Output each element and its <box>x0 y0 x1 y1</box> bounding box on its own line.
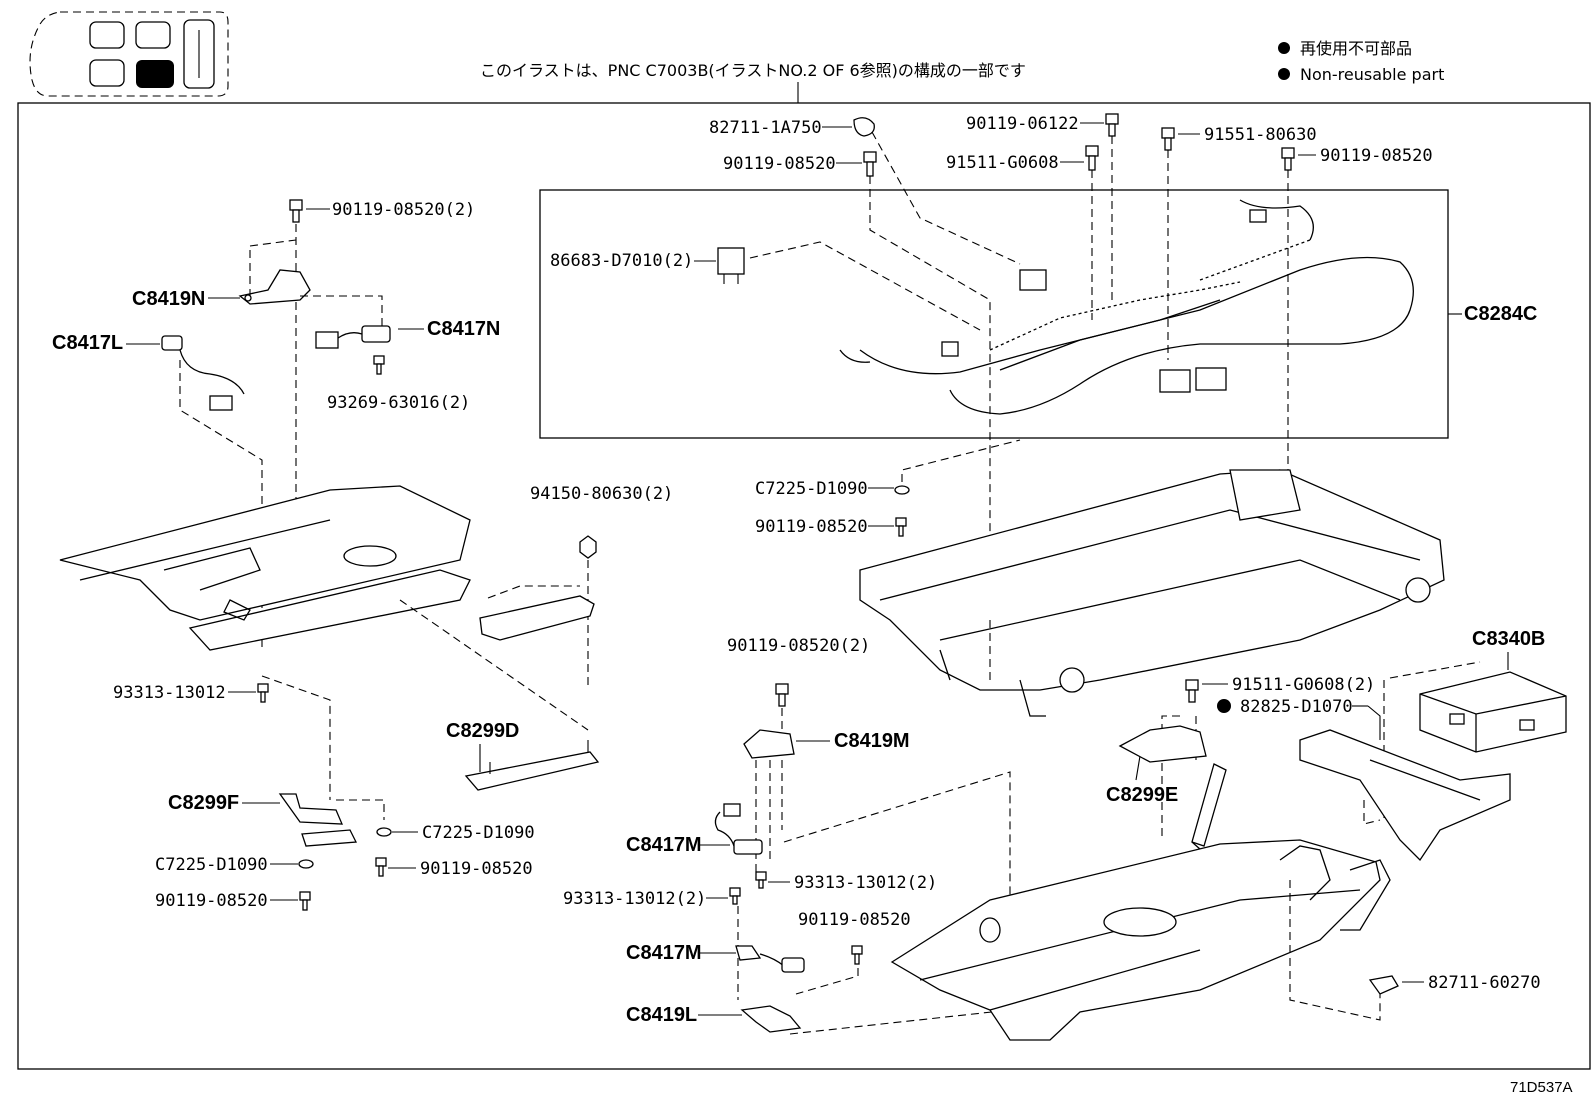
main-frame <box>17 102 1591 1070</box>
bolt-icon <box>373 355 385 375</box>
bolt-icon <box>1161 127 1175 151</box>
label-C8419N: C8419N <box>132 288 205 310</box>
label-C8419L: C8419L <box>626 1004 697 1026</box>
label-90119-08520-left: 90119-08520 <box>155 891 268 911</box>
label-82711-60270: 82711-60270 <box>1428 973 1541 993</box>
sensor-bracket-drawing <box>740 1005 802 1033</box>
relay-icon <box>717 247 745 284</box>
clip-icon <box>853 117 875 137</box>
label-C8299F: C8299F <box>168 792 239 814</box>
non-reusable-dot-icon <box>1217 699 1231 713</box>
label-90119-08520-center: 90119-08520 <box>755 517 868 537</box>
bracket-drawing <box>278 793 358 847</box>
label-93313-13012-2-right: 93313-13012(2) <box>794 873 937 893</box>
ecu-bracket-drawing <box>1299 729 1511 862</box>
clip-icon <box>1368 975 1399 995</box>
label-93269-63016: 93269-63016(2) <box>327 393 470 413</box>
sensor-harness-drawing <box>735 945 805 973</box>
label-90119-08520-top-right: 90119-08520 <box>1320 146 1433 166</box>
label-82711-1A750: 82711-1A750 <box>709 118 822 138</box>
bolt-icon <box>299 891 311 911</box>
seat-base-drawing <box>890 839 1391 1041</box>
label-91511-G0608: 91511-G0608 <box>946 153 1059 173</box>
label-90119-08520-top: 90119-08520 <box>723 154 836 174</box>
label-C8299D: C8299D <box>446 720 519 742</box>
label-90119-08520-left-r: 90119-08520 <box>420 859 533 879</box>
seat-track-drawing <box>59 485 471 651</box>
label-90119-06122: 90119-06122 <box>966 114 1079 134</box>
ecu-module-drawing <box>1419 671 1567 753</box>
label-91551-80630: 91551-80630 <box>1204 125 1317 145</box>
label-93313-13012-2-left: 93313-13012(2) <box>563 889 706 909</box>
washer-icon <box>376 827 392 837</box>
label-C8417M-lower: C8417M <box>626 942 702 964</box>
harness-box <box>539 189 1449 439</box>
bolt-icon <box>895 517 907 537</box>
label-C8299E: C8299E <box>1106 784 1178 806</box>
bolt-icon <box>1281 147 1295 171</box>
legend-jp: 再使用不可部品 <box>1300 39 1412 58</box>
label-C8417N: C8417N <box>427 318 500 340</box>
bolt-icon <box>257 683 269 703</box>
bolt-icon <box>851 945 863 965</box>
figure-id: 71D537A <box>1510 1079 1573 1096</box>
sensor-bracket-drawing <box>743 729 795 759</box>
sensor-harness-drawing <box>161 335 245 411</box>
legend: 再使用不可部品 Non-reusable part <box>1278 39 1444 84</box>
label-C7225-D1090-center: C7225-D1090 <box>755 479 868 499</box>
illustration-note: このイラストは、PNC C7003B(イラストNO.2 OF 6参照)の構成の一… <box>480 61 1026 80</box>
washer-icon <box>894 485 910 495</box>
label-C8417L: C8417L <box>52 332 123 354</box>
bolt-icon <box>375 857 387 877</box>
label-90119-08520-lower: 90119-08520 <box>798 910 911 930</box>
bolt-icon <box>775 683 789 707</box>
label-90119-08520-2-left: 90119-08520(2) <box>332 200 475 220</box>
bolt-icon <box>1105 113 1119 137</box>
label-C8419M: C8419M <box>834 730 910 752</box>
label-C7225-D1090-left: C7225-D1090 <box>155 855 268 875</box>
bolt-icon <box>1085 145 1099 171</box>
bolt-icon <box>289 199 303 223</box>
label-C8284C: C8284C <box>1464 303 1537 325</box>
bracket-drawing <box>1118 725 1207 763</box>
non-reusable-dot-icon <box>1278 68 1290 80</box>
label-82825-D1070: 82825-D1070 <box>1240 697 1353 717</box>
sensor-bracket-drawing <box>238 269 311 305</box>
label-90119-08520-2-center: 90119-08520(2) <box>727 636 870 656</box>
label-86683-D7010: 86683-D7010(2) <box>550 251 693 271</box>
label-C8417M-upper: C8417M <box>626 834 702 856</box>
seat-frame-drawing <box>859 469 1445 717</box>
label-C8340B: C8340B <box>1472 628 1545 650</box>
sensor-harness-drawing <box>714 803 763 855</box>
label-C7225-D1090-left-r: C7225-D1090 <box>422 823 535 843</box>
bolt-icon <box>729 887 741 905</box>
bolt-icon <box>1185 679 1199 703</box>
bracket-drawing <box>479 595 595 641</box>
selected-seat-icon <box>136 60 174 88</box>
seat-locator-icon <box>29 11 229 97</box>
label-93313-13012: 93313-13012 <box>113 683 226 703</box>
wire-harness-drawing <box>839 199 1414 415</box>
bracket-drawing <box>464 740 600 791</box>
label-91511-G0608-2: 91511-G0608(2) <box>1232 675 1375 695</box>
bolt-icon <box>863 151 877 177</box>
bolt-icon <box>755 871 767 889</box>
washer-icon <box>298 859 314 869</box>
sensor-connector-drawing <box>315 325 391 349</box>
nut-icon <box>579 535 597 559</box>
legend-en: Non-reusable part <box>1300 65 1444 84</box>
label-94150-80630: 94150-80630(2) <box>530 484 673 504</box>
non-reusable-dot-icon <box>1278 42 1290 54</box>
